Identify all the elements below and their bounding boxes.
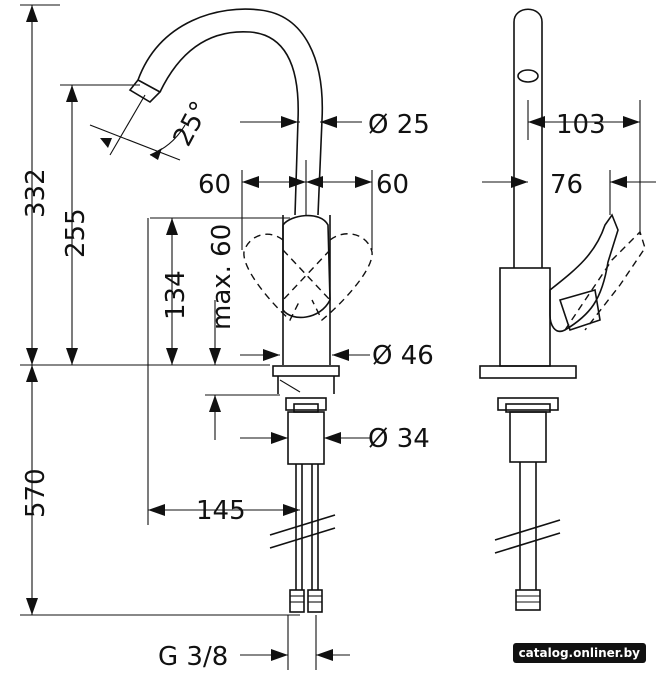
label-side-depth: 103 [556, 110, 606, 140]
dimension-labels: 332 255 134 max. 60 25° Ø 25 60 60 Ø 46 … [21, 97, 606, 672]
label-swing-left: 60 [198, 170, 231, 200]
label-swing-right: 60 [376, 170, 409, 200]
front-dimensions [20, 4, 373, 670]
label-spout-diameter: Ø 25 [368, 110, 430, 140]
label-shank-diameter: Ø 34 [368, 424, 430, 454]
label-handle-height: 134 [161, 270, 191, 320]
side-dimensions [482, 100, 656, 235]
label-total-height: 332 [21, 168, 51, 218]
watermark: catalog.onliner.by [512, 643, 646, 663]
label-handle-travel: max. 60 [207, 224, 237, 330]
label-side-offset: 76 [550, 170, 583, 200]
label-base-diameter: Ø 46 [372, 341, 434, 371]
front-view-faucet [128, 8, 373, 613]
label-spout-height: 255 [61, 208, 91, 258]
side-view-faucet [479, 8, 646, 611]
label-reach: 145 [196, 496, 246, 526]
label-spout-angle: 25° [168, 97, 216, 152]
label-connection: G 3/8 [158, 642, 228, 672]
label-below-counter: 570 [21, 468, 51, 518]
